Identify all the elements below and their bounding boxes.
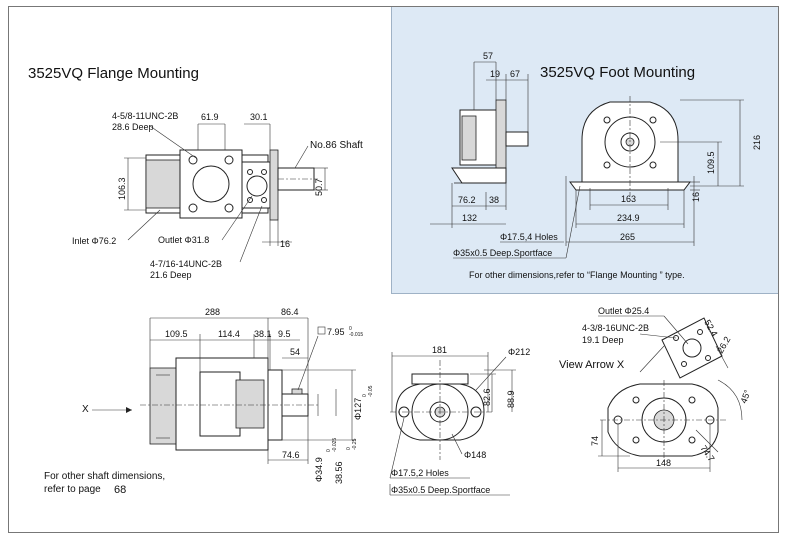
side-note-line1: For other shaft dimensions, [44, 471, 165, 482]
flange-plate [269, 149, 279, 221]
side-dim-key: 7.95 [327, 327, 345, 337]
flange-dim-16: 16 [280, 239, 290, 249]
arrow-dim-148: 148 [656, 458, 671, 468]
foot-dim-16: 16 [691, 192, 701, 202]
side-dim-38-1: 38.1 [254, 329, 272, 339]
flange-mounting-view: 4-5/8-11UNC-2B 28.6 Deep 61.9 30.1 No.86… [72, 111, 363, 280]
flange-dim-50-7: 50.7 [314, 178, 324, 196]
foot-dim-67: 67 [510, 69, 520, 79]
front-sportface-label: Φ35x0.5 Deep.Sportface [391, 485, 490, 495]
side-dim-38-56-tol: 0-0.25 [346, 438, 358, 450]
front-view: 181 Φ212 82.6 88.9 Φ148 Φ17.5,2 Holes Φ3… [389, 345, 530, 496]
side-dim-34-9: Φ34.9 [314, 457, 324, 482]
flange-inlet-label: Inlet Φ76.2 [72, 236, 116, 246]
side-dim-key-tol: 0-0.015 [349, 326, 363, 338]
foot-dim-38: 38 [489, 195, 499, 205]
side-dim-127: Φ127 [353, 398, 363, 420]
foot-dim-132: 132 [462, 213, 477, 223]
side-dim-114-4: 114.4 [218, 329, 240, 339]
flange-dim-61-9: 61.9 [201, 112, 219, 122]
side-x-label: X [82, 404, 89, 415]
foot-sportface-label: Φ35x0.5 Deep.Sportface [453, 248, 552, 258]
view-arrow-title: View Arrow X [559, 359, 625, 371]
side-dim-9-5: 9.5 [278, 329, 291, 339]
front-dim-88-9: 88.9 [506, 390, 516, 408]
arrow-dim-45: 45° [738, 388, 752, 405]
foot-dim-216: 216 [752, 135, 762, 150]
arrow-outlet-label: Outlet Φ25.4 [598, 306, 649, 316]
side-dim-288: 288 [205, 307, 220, 317]
flange-shaft-label: No.86 Shaft [310, 140, 363, 151]
foot-dim-234-9: 234.9 [617, 213, 640, 223]
foot-dim-19: 19 [490, 69, 500, 79]
foot-dim-163: 163 [621, 194, 636, 204]
sheet-border [8, 6, 779, 533]
side-view: 288 86.4 109.5 114.4 38.1 9.5 7.95 0-0.0… [44, 307, 374, 496]
foot-side-plate [495, 99, 507, 179]
foot-mounting-title: 3525VQ Foot Mounting [540, 64, 695, 81]
side-dim-38-56: 38.56 [334, 461, 344, 484]
arrow-dim-74: 74 [590, 436, 600, 446]
arrow-dim-26-2: 26.2 [715, 335, 732, 355]
arrow-thread-label: 4-3/8-16UNC-2B [582, 323, 649, 333]
front-dim-148: Φ148 [464, 450, 486, 460]
side-dim-74-6: 74.6 [282, 450, 300, 460]
foot-holes-label: Φ17.5,4 Holes [500, 232, 558, 242]
foot-dim-109-5: 109.5 [706, 151, 716, 174]
side-dim-86-4: 86.4 [281, 307, 299, 317]
foot-side-shaft [505, 131, 529, 147]
flange-mounting-title: 3525VQ Flange Mounting [28, 65, 199, 82]
flange-thread-top: 4-5/8-11UNC-2B [112, 111, 178, 121]
flange-thread-bottom: 4-7/16-14UNC-2B [150, 259, 222, 269]
flange-thread-top-depth: 28.6 Deep [112, 122, 154, 132]
front-holes-label: Φ17.5,2 Holes [391, 468, 449, 478]
flange-inlet-port [192, 165, 230, 203]
flange-dim-106-3: 106.3 [117, 177, 127, 200]
front-dim-212: Φ212 [508, 347, 530, 357]
foot-dim-57: 57 [483, 51, 493, 61]
side-dim-109-5: 109.5 [165, 329, 188, 339]
side-dim-127-tol: 0-0.05 [362, 385, 374, 397]
side-note-page: 68 [114, 484, 126, 496]
side-note-line2: refer to page [44, 484, 101, 495]
flange-thread-bottom-depth: 21.6 Deep [150, 270, 192, 280]
foot-dim-265: 265 [620, 232, 635, 242]
foot-note: For other dimensions,refer to “Flange Mo… [469, 270, 685, 280]
side-rear-cover [149, 367, 177, 445]
arrow-x-view: Outlet Φ25.4 52.4 4-3/8-16UNC-2B 19.1 De… [582, 306, 753, 472]
front-dim-82-6: 82.6 [482, 388, 492, 406]
foot-dim-76-2: 76.2 [458, 195, 476, 205]
flange-outlet-port [246, 175, 268, 197]
side-dim-34-9-tol: 0-0.025 [326, 438, 338, 452]
foot-mounting-view: 57 19 67 76.2 38 132 [430, 51, 762, 280]
arrow-thread-depth: 19.1 Deep [582, 335, 624, 345]
flange-rear-cover [145, 159, 181, 209]
side-dim-54: 54 [290, 347, 300, 357]
front-dim-181: 181 [432, 345, 447, 355]
flange-dim-30-1: 30.1 [250, 112, 268, 122]
flange-outlet-label: Outlet Φ31.8 [158, 235, 209, 245]
